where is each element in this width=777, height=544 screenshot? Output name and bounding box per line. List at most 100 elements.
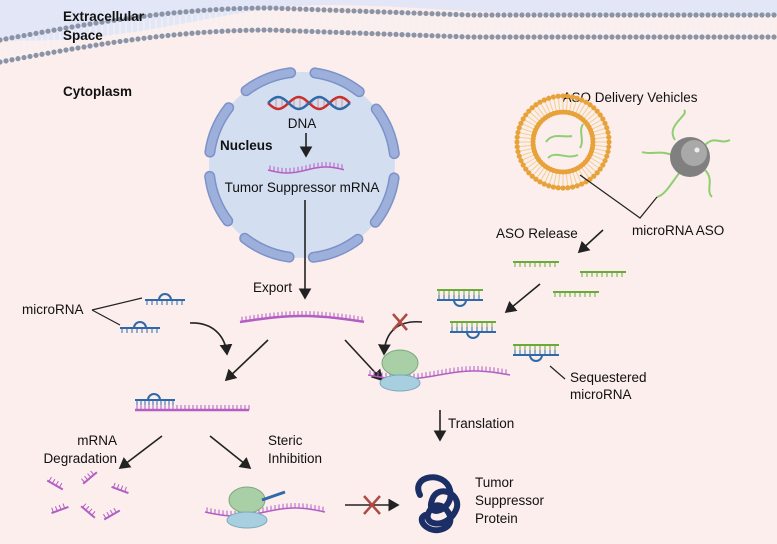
lipid-head bbox=[565, 185, 571, 191]
lipid-head bbox=[57, 48, 63, 54]
lipid-head bbox=[465, 34, 471, 40]
lipid-head bbox=[375, 31, 381, 37]
lipid-head bbox=[555, 93, 561, 99]
lipid-head bbox=[565, 93, 571, 99]
lipid-head bbox=[501, 12, 507, 18]
lipid-head bbox=[533, 176, 539, 182]
lipid-head bbox=[393, 9, 399, 16]
bulge bbox=[529, 354, 543, 362]
lipid-tail bbox=[587, 163, 596, 172]
lipid-head bbox=[345, 8, 351, 14]
blocked-ribosome-icon bbox=[204, 486, 326, 529]
lipid-tail bbox=[553, 99, 557, 110]
lipid-head bbox=[489, 12, 495, 18]
microrna-aso-pointer-line bbox=[579, 174, 658, 219]
lipid-head bbox=[459, 12, 465, 18]
lipid-head bbox=[471, 12, 477, 18]
lipid-head bbox=[357, 30, 363, 36]
cell-membrane bbox=[0, 5, 777, 65]
fragment bbox=[103, 507, 121, 521]
base bbox=[82, 503, 87, 508]
lipid-head bbox=[339, 29, 345, 36]
nanoparticle-icon bbox=[641, 109, 731, 198]
microrna-icon bbox=[120, 321, 160, 333]
lipid-head bbox=[51, 49, 57, 55]
lipid-head bbox=[501, 34, 507, 40]
lipid-head bbox=[717, 34, 723, 40]
lipid-head bbox=[579, 12, 585, 18]
lipid-tail bbox=[591, 158, 601, 164]
lipid-tail bbox=[541, 170, 547, 180]
lipid-head bbox=[585, 12, 591, 18]
lipid-head bbox=[285, 28, 291, 34]
lipid-head bbox=[327, 7, 333, 13]
aso-release-label: ASO Release bbox=[496, 226, 578, 241]
lipid-head bbox=[477, 34, 483, 40]
lipid-head bbox=[3, 58, 9, 64]
lipid-head bbox=[117, 38, 123, 45]
lipid-head bbox=[147, 12, 153, 19]
lipid-head bbox=[529, 173, 535, 179]
strand bbox=[111, 485, 129, 495]
lipid-tail bbox=[589, 116, 599, 124]
lipid-head bbox=[657, 12, 663, 18]
base bbox=[62, 503, 66, 509]
lipid-head bbox=[27, 53, 33, 60]
lipid-head bbox=[513, 34, 519, 40]
lipid-tail bbox=[521, 151, 532, 156]
lipid-tail bbox=[530, 163, 539, 172]
block-x-icon bbox=[363, 495, 381, 515]
lipid-head bbox=[177, 9, 183, 15]
lipid-head bbox=[219, 6, 225, 12]
lipid-tail bbox=[591, 120, 601, 126]
mrna-degradation-label: mRNA bbox=[77, 433, 117, 448]
lipid-head bbox=[171, 32, 177, 38]
lipid-head bbox=[45, 50, 51, 56]
lipid-head bbox=[555, 34, 561, 40]
lipid-head bbox=[123, 15, 129, 22]
lipid-head bbox=[471, 34, 477, 40]
lipid-head bbox=[303, 28, 309, 34]
bulge bbox=[133, 321, 147, 329]
lipid-head bbox=[627, 12, 633, 18]
degradation-arrow bbox=[118, 435, 163, 469]
lipid-head bbox=[321, 29, 327, 35]
lipid-head bbox=[529, 105, 535, 111]
conjugated-aso bbox=[641, 151, 673, 156]
lipid-head bbox=[591, 173, 597, 179]
base bbox=[81, 478, 86, 483]
lipid-tail bbox=[527, 116, 537, 124]
lipid-head bbox=[0, 59, 3, 65]
lipid-head bbox=[600, 116, 606, 122]
lipid-head bbox=[315, 7, 321, 13]
lipid-head bbox=[405, 32, 411, 38]
lipid-head bbox=[159, 11, 165, 17]
lipid-head bbox=[291, 28, 297, 34]
lipid-head bbox=[489, 34, 495, 40]
lipid-tail bbox=[553, 174, 557, 185]
lipid-head bbox=[75, 23, 81, 29]
lipid-head bbox=[63, 25, 69, 31]
lipid-head bbox=[573, 34, 579, 40]
conjugated-aso bbox=[656, 171, 681, 198]
microrna-icon bbox=[145, 293, 185, 305]
base bbox=[116, 484, 120, 490]
protein-label-2: Suppressor bbox=[475, 493, 545, 508]
lipid-head bbox=[771, 12, 777, 18]
lipid-head bbox=[621, 12, 627, 18]
lipid-head bbox=[135, 36, 141, 42]
lipid-tail bbox=[584, 166, 593, 175]
lipid-head bbox=[21, 32, 27, 39]
bulge bbox=[147, 393, 161, 401]
lipid-tail bbox=[594, 128, 605, 133]
liposome-icon bbox=[514, 93, 612, 191]
lipid-head bbox=[207, 29, 213, 35]
lipid-head bbox=[567, 12, 573, 18]
lipid-head bbox=[741, 34, 747, 40]
lipid-head bbox=[399, 32, 405, 38]
translation-label: Translation bbox=[448, 416, 514, 431]
microrna-label: microRNA bbox=[22, 302, 84, 317]
lipid-head bbox=[729, 34, 735, 40]
nucleus bbox=[204, 67, 400, 263]
